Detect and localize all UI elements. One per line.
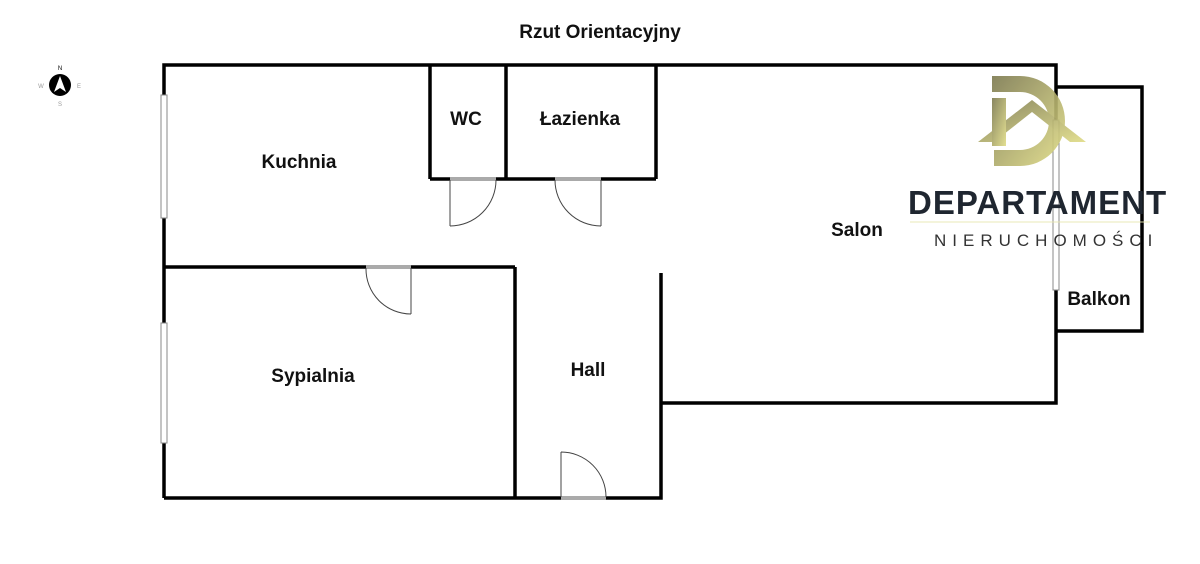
room-label-lazienka: Łazienka <box>539 109 621 130</box>
room-label-sypialnia: Sypialnia <box>271 366 355 387</box>
svg-text:W: W <box>38 84 44 90</box>
plan-title: Rzut Orientacyjny <box>519 22 681 43</box>
logo-icon <box>910 76 1150 223</box>
svg-text:N: N <box>58 66 62 72</box>
room-label-kuchnia: Kuchnia <box>261 152 337 173</box>
doors <box>365 177 607 500</box>
logo-name: DEPARTAMENT <box>908 184 1168 221</box>
room-label-salon: Salon <box>831 220 883 241</box>
room-label-wc: WC <box>450 109 482 130</box>
room-label-hall: Hall <box>570 360 606 381</box>
windows <box>160 94 1060 444</box>
room-label-balkon: Balkon <box>1067 289 1131 310</box>
compass-icon: N E S W <box>38 66 81 108</box>
svg-text:E: E <box>77 84 81 90</box>
svg-text:S: S <box>58 102 62 108</box>
logo-subtitle: NIERUCHOMOŚCI <box>934 231 1159 250</box>
